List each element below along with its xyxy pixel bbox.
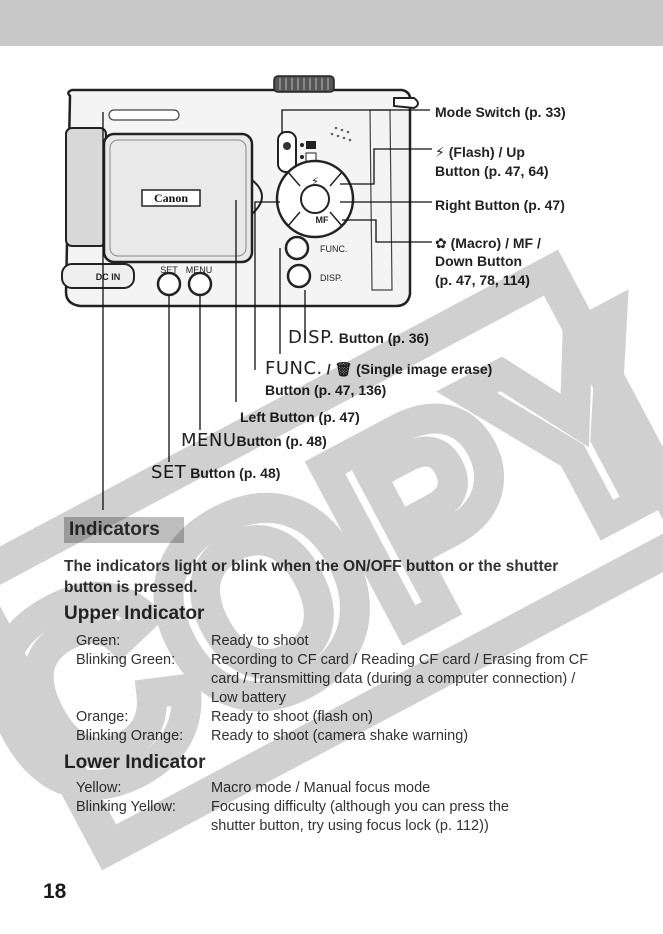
macro-callout: ✿ (Macro) / MF / xyxy=(435,235,541,252)
macro-callout-line2: Down Button xyxy=(435,253,523,269)
set-callout: SET Button (p. 48) xyxy=(151,462,281,483)
svg-text:DISP.: DISP. xyxy=(320,273,342,283)
intro-text: The indicators light or blink when the O… xyxy=(64,558,559,596)
list-item: Blinking Orange: Ready to shoot (camera … xyxy=(76,728,469,744)
svg-text:FUNC.: FUNC. xyxy=(320,244,348,254)
flash-up-callout-line2: Button (p. 47, 64) xyxy=(435,163,549,179)
list-item: Yellow: Macro mode / Manual focus mode xyxy=(76,780,431,796)
mode-switch-callout: Mode Switch (p. 33) xyxy=(435,104,566,120)
svg-text:SET: SET xyxy=(160,265,178,275)
svg-text:MF: MF xyxy=(316,215,329,225)
camera-back-illustration: Canon ⚡ MF FUNC. DISP. SET MENU DC IN xyxy=(61,75,432,510)
left-button-callout: Left Button (p. 47) xyxy=(240,409,360,425)
list-item: Blinking Yellow: Focusing difficulty (al… xyxy=(76,799,509,834)
menu-callout: MENUButton (p. 48) xyxy=(181,430,327,451)
macro-callout-line3: (p. 47, 78, 114) xyxy=(435,272,530,288)
flash-icon: ⚡ xyxy=(435,145,445,161)
header-bar xyxy=(0,0,663,46)
disp-callout: DISP. Button (p. 36) xyxy=(288,327,429,348)
list-item: Green: Ready to shoot xyxy=(76,633,309,649)
func-callout-line2: Button (p. 47, 136) xyxy=(265,382,387,398)
svg-text:MENU: MENU xyxy=(186,265,213,275)
flash-up-callout: ⚡ (Flash) / Up xyxy=(435,144,525,161)
svg-text:DC IN: DC IN xyxy=(96,272,121,282)
svg-text:⚡: ⚡ xyxy=(311,175,319,188)
canon-logo: Canon xyxy=(154,191,188,205)
list-item: Orange: Ready to shoot (flash on) xyxy=(76,709,374,725)
section-title: Indicators xyxy=(69,519,160,540)
trash-icon: 🗑 xyxy=(334,362,353,378)
macro-flower-icon: ✿ xyxy=(435,236,447,252)
upper-indicator-heading: Upper Indicator xyxy=(64,603,205,624)
section-title-background xyxy=(64,517,184,543)
right-button-callout: Right Button (p. 47) xyxy=(435,197,565,213)
func-callout: FUNC. / 🗑 (Single image erase) xyxy=(265,358,493,379)
lower-indicator-heading: Lower Indicator xyxy=(64,752,206,773)
page-number: 18 xyxy=(43,880,67,903)
list-item: Blinking Green: Recording to CF card / R… xyxy=(76,652,589,706)
